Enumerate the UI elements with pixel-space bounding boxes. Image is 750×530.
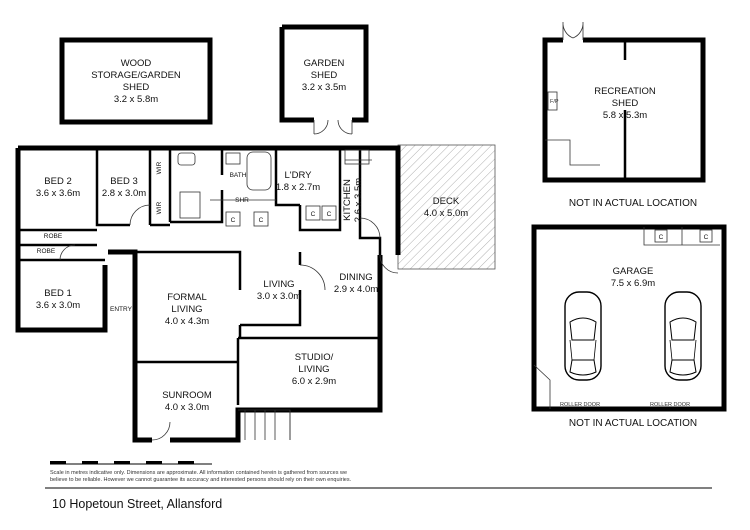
wood-shed-size: 3.2 x 5.8m [114, 94, 158, 105]
robe-label-2: ROBE [37, 248, 56, 255]
bed3-size: 2.8 x 3.0m [102, 188, 146, 199]
recreation-shed-name-1: RECREATION [594, 86, 656, 97]
wir-label-1: WIR [156, 161, 163, 174]
laundry-name: L'DRY [285, 170, 313, 181]
sunroom-size: 4.0 x 3.0m [165, 402, 209, 413]
cupboard-label-3: C [311, 211, 316, 218]
disclaimer-line-1: Scale in metres indicative only. Dimensi… [50, 470, 347, 476]
not-in-location-note-1: NOT IN ACTUAL LOCATION [569, 198, 697, 209]
deck-size: 4.0 x 5.0m [424, 208, 468, 219]
garage-cupboard-label-1: C [659, 234, 664, 241]
cupboard-label-2: C [259, 217, 264, 224]
disclaimer-line-2: believe to be reliable. However we canno… [50, 477, 352, 483]
sunroom-name: SUNROOM [162, 390, 212, 401]
wir-label-2: WIR [156, 201, 163, 214]
wood-shed: WOOD STORAGE/GARDEN SHED 3.2 x 5.8m [59, 37, 213, 125]
formal-living-name-2: LIVING [171, 304, 202, 315]
recreation-shed-name-2: SHED [612, 98, 639, 109]
kitchen-name: KITCHEN [342, 179, 353, 221]
wood-shed-name-3: SHED [123, 82, 150, 93]
scale-bar [50, 461, 212, 465]
garden-shed-name-2: SHED [311, 70, 338, 81]
kitchen-size: 2.6 x 3.5m [353, 178, 364, 222]
bed1-size: 3.6 x 3.0m [36, 300, 80, 311]
recreation-shed-size: 5.8 x 5.3m [603, 110, 647, 121]
garden-shed-name-1: GARDEN [304, 58, 345, 69]
studio-size: 6.0 x 2.9m [292, 376, 336, 387]
car-icon [564, 291, 602, 381]
car-icon [664, 291, 702, 381]
laundry-size: 1.8 x 2.7m [276, 182, 320, 193]
cupboard-label-1: C [231, 217, 236, 224]
cupboard-label-4: C [327, 211, 332, 218]
bed2-name: BED 2 [44, 176, 71, 187]
dining-name: DINING [339, 272, 372, 283]
bed1-name: BED 1 [44, 288, 71, 299]
roller-door-label-1: ROLLER DOOR [560, 402, 600, 408]
roller-door-label-2: ROLLER DOOR [650, 402, 690, 408]
wood-shed-name-2: STORAGE/GARDEN [91, 70, 181, 81]
dining-size: 2.9 x 4.0m [334, 284, 378, 295]
shower-label: SHR [235, 197, 249, 204]
garage-size: 7.5 x 6.9m [611, 278, 655, 289]
garage-cupboard-label-2: C [704, 234, 709, 241]
bed3-name: BED 3 [110, 176, 137, 187]
living-size: 3.0 x 3.0m [257, 291, 301, 302]
entry-label: ENTRY [110, 306, 133, 313]
fireplace-label: F/P [550, 99, 559, 105]
living-name: LIVING [263, 279, 294, 290]
recreation-shed: F/P RECREATION SHED 5.8 x 5.3m [542, 21, 706, 183]
deck-name: DECK [433, 196, 460, 207]
formal-living-size: 4.0 x 4.3m [165, 316, 209, 327]
studio-name-1: STUDIO/ [295, 352, 334, 363]
garage: C C GARAGE 7.5 x 6.9m ROLLER DOOR ROLLER… [531, 224, 727, 412]
studio-name-2: LIVING [298, 364, 329, 375]
house: C C C C BED 2 3.6 x 3.6m BED 3 2.8 x 3.0… [15, 144, 496, 443]
garage-name: GARAGE [613, 266, 654, 277]
formal-living-name-1: FORMAL [167, 292, 207, 303]
address: 10 Hopetoun Street, Allansford [52, 497, 222, 511]
deck-area [397, 144, 496, 270]
garden-shed: GARDEN SHED 3.2 x 3.5m [279, 24, 369, 135]
not-in-location-note-2: NOT IN ACTUAL LOCATION [569, 418, 697, 429]
robe-label-1: ROBE [44, 233, 63, 240]
bath-label: BATH [230, 172, 247, 179]
bed2-size: 3.6 x 3.6m [36, 188, 80, 199]
garden-shed-size: 3.2 x 3.5m [302, 82, 346, 93]
wood-shed-name-1: WOOD [121, 58, 152, 69]
